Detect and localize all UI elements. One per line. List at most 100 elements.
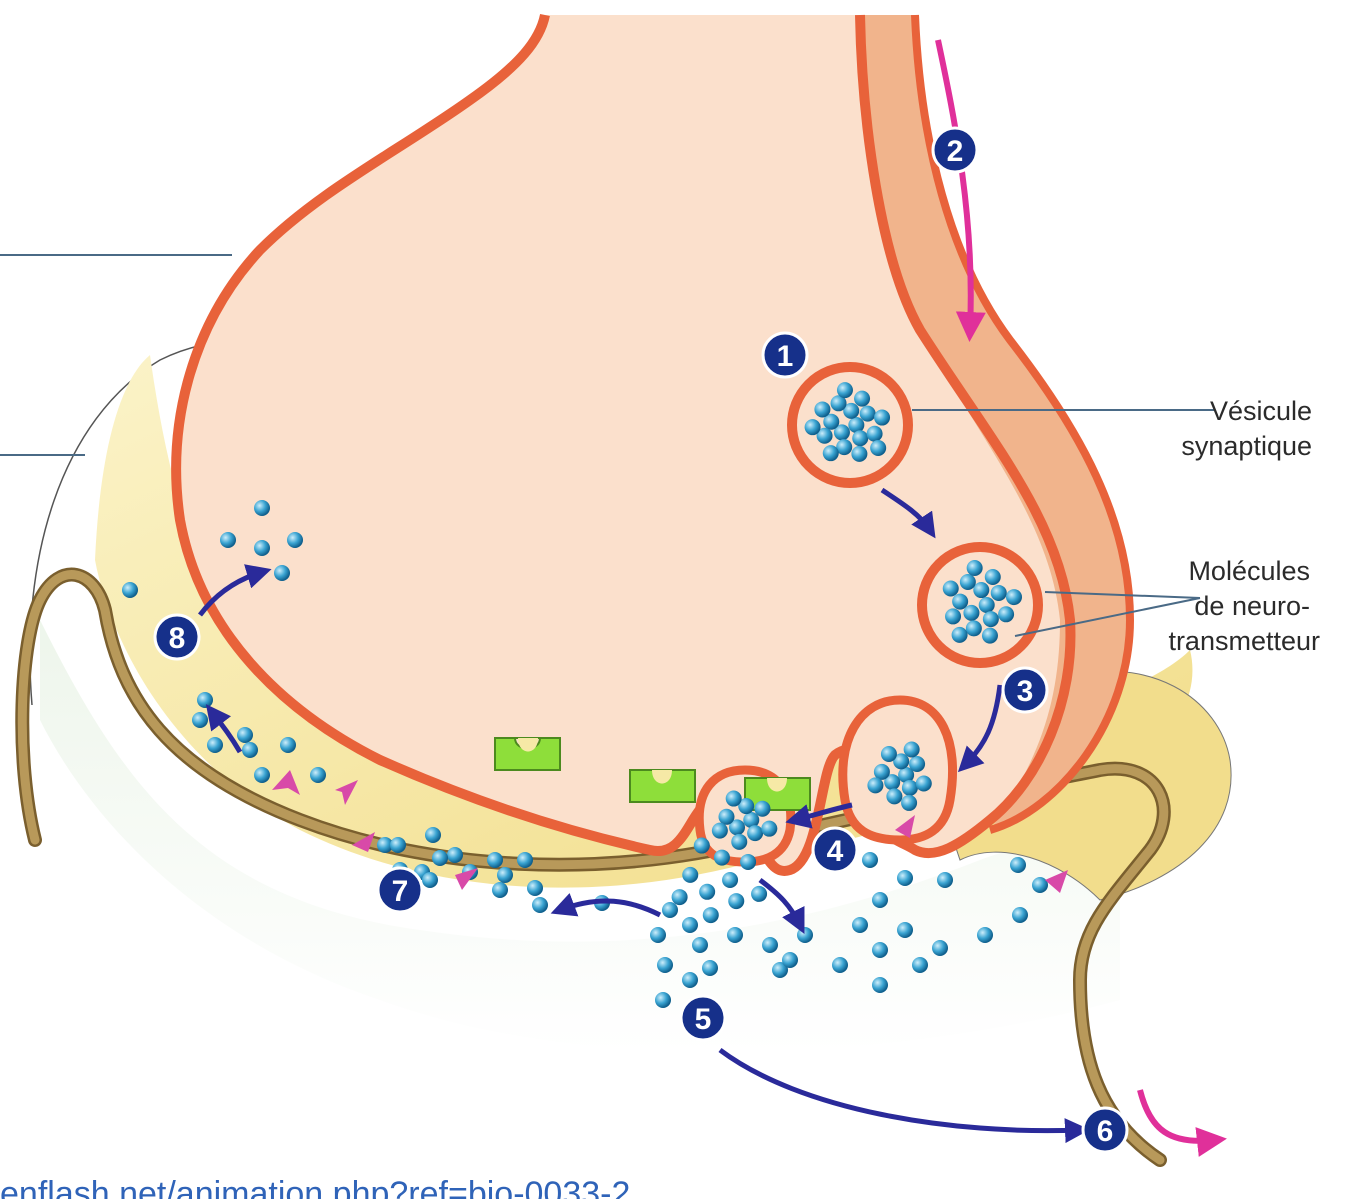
neurotransmitter-molecule [867, 777, 883, 793]
neurotransmitter-molecule [1032, 877, 1048, 893]
neurotransmitter-molecule [904, 741, 920, 757]
neurotransmitter-molecule [726, 791, 742, 807]
neurotransmitter-molecule [728, 893, 744, 909]
neurotransmitter-molecule [854, 391, 870, 407]
neurotransmitter-molecule [870, 440, 886, 456]
arrow-diffuse-right [760, 880, 800, 925]
neurotransmitter-molecule [852, 917, 868, 933]
neurotransmitter-molecule [650, 927, 666, 943]
neurotransmitter-molecule [852, 430, 868, 446]
neurotransmitter-molecule [814, 401, 830, 417]
neurotransmitter-molecule [1006, 589, 1022, 605]
neurotransmitter-molecule [952, 627, 968, 643]
step-badge-number: 8 [169, 622, 186, 655]
neurotransmitter-molecule [751, 886, 767, 902]
neurotransmitter-molecule [837, 382, 853, 398]
neurotransmitter-molecule [967, 560, 983, 576]
neurotransmitter-molecule [487, 852, 503, 868]
step-badge-5: 5 [681, 996, 725, 1040]
label-vesicle-line2: synaptique [1181, 431, 1312, 461]
neurotransmitter-molecule [952, 594, 968, 610]
neurotransmitter-molecule [832, 957, 848, 973]
neurotransmitter-molecule [694, 838, 710, 854]
neurotransmitter-molecule [287, 532, 303, 548]
label-molecules-line2: de neuro- [1194, 591, 1310, 621]
neurotransmitter-molecule [432, 850, 448, 866]
exocytosis-pocket-a [843, 700, 953, 840]
neurotransmitter-molecule [447, 847, 463, 863]
neurotransmitter-molecule [979, 597, 995, 613]
step-badge-number: 4 [827, 835, 844, 868]
neurotransmitter-molecule [703, 907, 719, 923]
step-badge-number: 7 [392, 875, 409, 908]
arrow-action-potential-out [1140, 1090, 1215, 1141]
label-vesicle-line1: Vésicule [1210, 396, 1312, 426]
step-badge-number: 1 [777, 340, 794, 373]
neurotransmitter-molecule [851, 446, 867, 462]
neurotransmitter-molecule [872, 892, 888, 908]
neurotransmitter-molecule [960, 574, 976, 590]
neurotransmitter-molecule [985, 569, 1001, 585]
step-badge-2: 2 [933, 128, 977, 172]
neurotransmitter-molecule [897, 870, 913, 886]
neurotransmitter-molecule [722, 872, 738, 888]
step-badge-8: 8 [155, 615, 199, 659]
neurotransmitter-molecule [901, 795, 917, 811]
neurotransmitter-molecule [657, 957, 673, 973]
neurotransmitter-molecule [682, 972, 698, 988]
neurotransmitter-molecule [963, 605, 979, 621]
neurotransmitter-molecule [897, 922, 913, 938]
step-badge-number: 5 [695, 1003, 712, 1036]
neurotransmitter-molecule [977, 927, 993, 943]
neurotransmitter-molecule [754, 801, 770, 817]
step-badge-number: 2 [947, 135, 964, 168]
neurotransmitter-molecule [982, 628, 998, 644]
neurotransmitter-molecule [1012, 907, 1028, 923]
neurotransmitter-molecule [912, 957, 928, 973]
neurotransmitter-molecule [983, 611, 999, 627]
neurotransmitter-molecule [916, 775, 932, 791]
neurotransmitter-molecule [274, 565, 290, 581]
neurotransmitter-molecule [872, 977, 888, 993]
neurotransmitter-molecule [517, 852, 533, 868]
neurotransmitter-molecule [237, 727, 253, 743]
neurotransmitter-molecule [1010, 857, 1026, 873]
neurotransmitter-molecule [712, 823, 728, 839]
neurotransmitter-molecule [902, 780, 918, 796]
neurotransmitter-molecule [937, 872, 953, 888]
neurotransmitter-molecule [718, 809, 734, 825]
neurotransmitter-molecule [943, 580, 959, 596]
neurotransmitter-molecule [655, 992, 671, 1008]
neurotransmitter-molecule [991, 585, 1007, 601]
neurotransmitter-molecule [702, 960, 718, 976]
step-badge-4: 4 [813, 828, 857, 872]
neurotransmitter-molecule [310, 767, 326, 783]
neurotransmitter-molecule [497, 867, 513, 883]
neurotransmitter-molecule [682, 867, 698, 883]
neurotransmitter-molecule [860, 406, 876, 422]
neurotransmitter-molecule [254, 540, 270, 556]
neurotransmitter-molecule [425, 827, 441, 843]
neurotransmitter-molecule [747, 825, 763, 841]
neurotransmitter-molecule [909, 756, 925, 772]
neurotransmitter-molecule [945, 608, 961, 624]
neurotransmitter-molecule [998, 606, 1014, 622]
arrow-diffuse-left [560, 901, 660, 915]
neurotransmitter-molecule [886, 788, 902, 804]
neurotransmitter-molecule [254, 500, 270, 516]
neurotransmitter-molecule [881, 746, 897, 762]
neurotransmitter-molecule [207, 737, 223, 753]
neurotransmitter-molecule [782, 952, 798, 968]
neurotransmitter-molecule [692, 937, 708, 953]
neurotransmitter-molecule [192, 712, 208, 728]
neurotransmitter-molecule [761, 821, 777, 837]
neurotransmitter-molecule [699, 884, 715, 900]
arrow-signal-transmit [720, 1050, 1080, 1131]
neurotransmitter-molecule [762, 937, 778, 953]
neurotransmitter-molecule [731, 834, 747, 850]
step-badge-1: 1 [763, 333, 807, 377]
neurotransmitter-molecule [714, 850, 730, 866]
neurotransmitter-molecule [874, 410, 890, 426]
neurotransmitter-molecule [862, 852, 878, 868]
